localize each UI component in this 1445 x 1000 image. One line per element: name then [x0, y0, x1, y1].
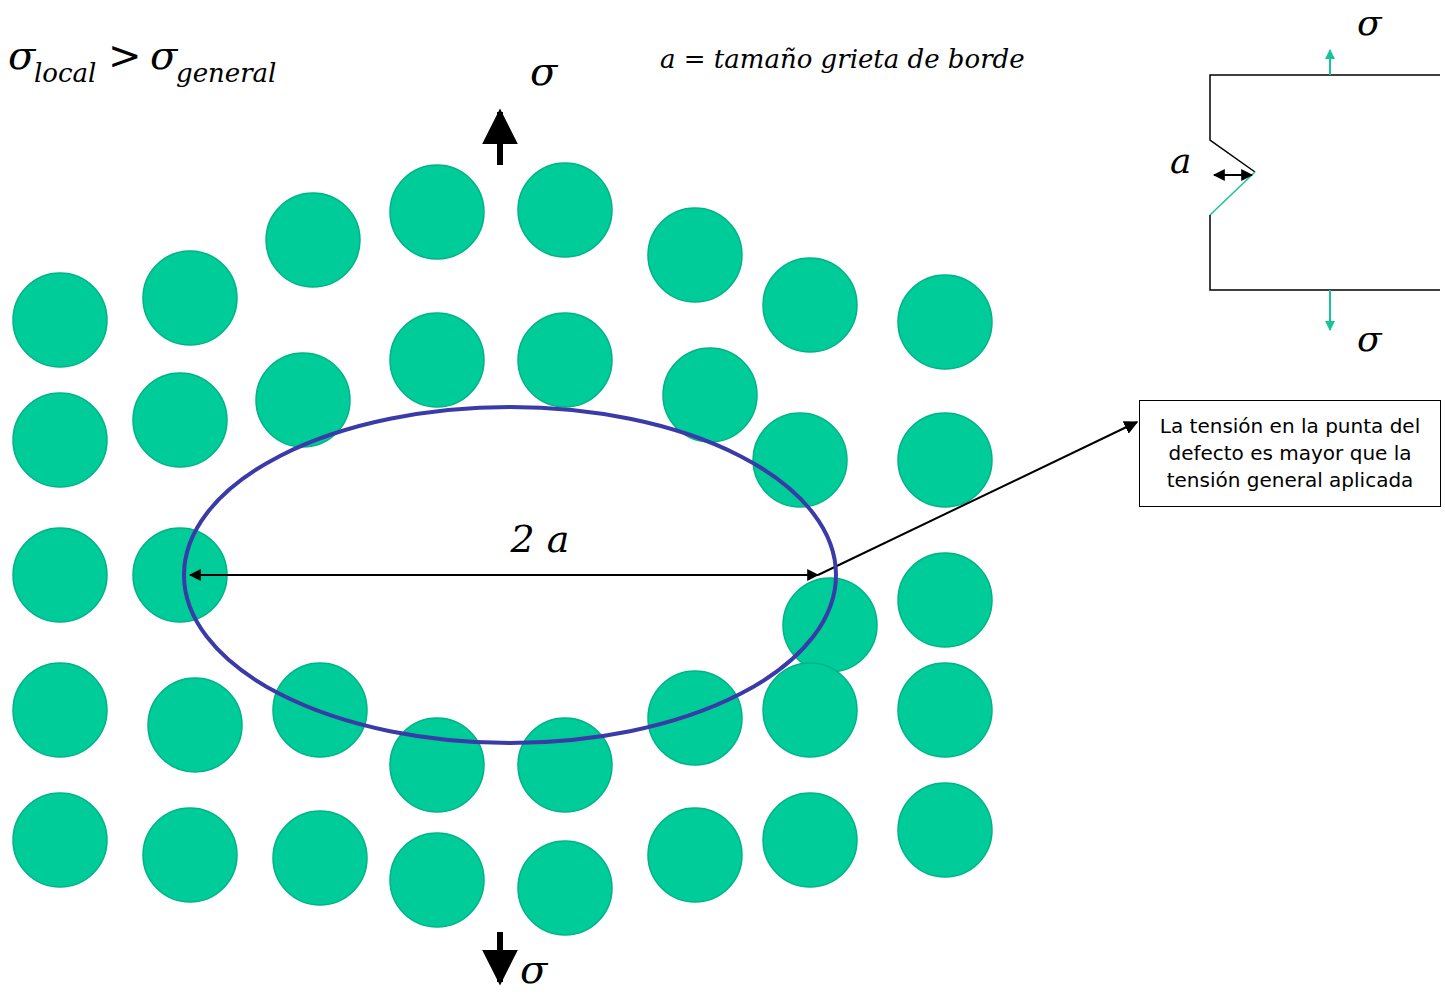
atom	[133, 373, 227, 467]
callout-box: La tensión en la punta del defecto es ma…	[1139, 400, 1441, 507]
atom	[648, 208, 742, 302]
atom	[518, 163, 612, 257]
atom	[763, 793, 857, 887]
atom	[13, 393, 107, 487]
atom	[783, 578, 877, 672]
atom	[648, 671, 742, 765]
sigma-symbol: σ	[150, 32, 177, 78]
crack-ellipse: 2 a	[182, 405, 838, 745]
atom	[13, 793, 107, 887]
stress-label: σ	[520, 946, 547, 992]
callout-text: La tensión en la punta del defecto es ma…	[1150, 413, 1430, 494]
crack-line	[1210, 172, 1255, 215]
atom	[663, 348, 757, 442]
atom	[753, 413, 847, 507]
specimen-outline	[1210, 75, 1440, 172]
stress-label: σ	[530, 48, 557, 94]
ellipse-outline	[182, 405, 838, 745]
stress-arrow	[497, 932, 503, 982]
atom	[898, 783, 992, 877]
subscript: local	[34, 58, 96, 88]
atom	[266, 193, 360, 287]
atom	[518, 718, 612, 812]
stress-label: σ	[1357, 318, 1382, 359]
stress-arrow	[497, 112, 503, 165]
atom	[898, 553, 992, 647]
atom	[518, 841, 612, 935]
atom	[763, 663, 857, 757]
atom	[518, 313, 612, 407]
subscript: general	[176, 58, 276, 88]
atom	[143, 251, 237, 345]
atom	[763, 258, 857, 352]
note-text: a = tamaño grieta de borde	[660, 44, 1025, 74]
atom	[13, 663, 107, 757]
atom	[143, 808, 237, 902]
crack-size-arrow	[1214, 174, 1252, 176]
atom	[13, 273, 107, 367]
atom	[273, 811, 367, 905]
specimen-outline	[1210, 215, 1440, 290]
atom	[898, 663, 992, 757]
stress-arrow	[1329, 50, 1331, 75]
crack-size-label: a	[1170, 140, 1191, 181]
atom	[390, 313, 484, 407]
relation-symbol: >	[108, 32, 142, 78]
atom	[390, 165, 484, 259]
length-label: 2 a	[182, 517, 838, 561]
atom	[898, 413, 992, 507]
atom	[898, 275, 992, 369]
atom	[390, 833, 484, 927]
length-arrow	[190, 574, 818, 576]
stress-label: σ	[1357, 2, 1382, 43]
atom-grid	[13, 163, 992, 935]
atom	[648, 808, 742, 902]
atom	[13, 528, 107, 622]
sigma-symbol: σ	[8, 32, 35, 78]
atom	[148, 678, 242, 772]
leader-arrow	[818, 422, 1137, 575]
stress-arrow	[1329, 290, 1331, 330]
